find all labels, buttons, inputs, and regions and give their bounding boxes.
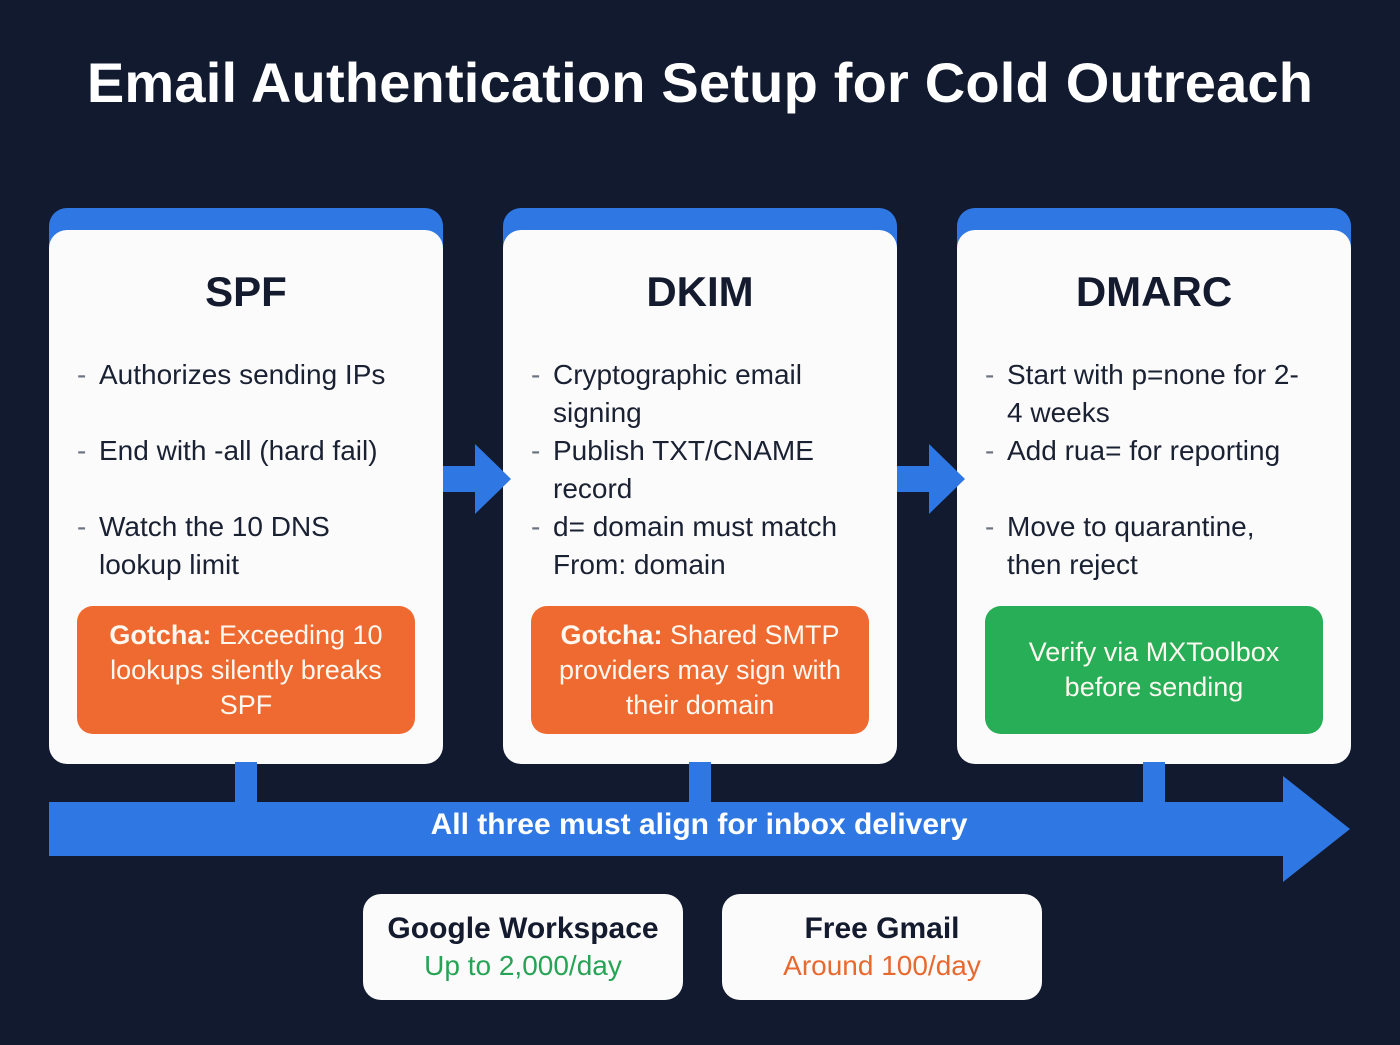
card-body: SPF Authorizes sending IPs End with -all… <box>49 230 443 764</box>
bullet-item: Start with p=none for 2-4 weeks <box>985 356 1305 432</box>
limit-card-free-gmail: Free Gmail Around 100/day <box>722 894 1042 1000</box>
right-arrow-icon <box>443 444 511 514</box>
card-title: SPF <box>205 268 287 315</box>
flow-arrow-label: All three must align for inbox delivery <box>430 808 968 841</box>
card-body: DMARC Start with p=none for 2-4 weeks Ad… <box>957 230 1351 764</box>
right-arrow-icon <box>897 444 965 514</box>
verify-callout: Verify via MXToolbox before sending <box>985 606 1323 734</box>
limit-name: Google Workspace <box>387 912 659 945</box>
verify-text: Verify via MXToolbox before sending <box>1028 637 1280 702</box>
gotcha-callout: Gotcha: Shared SMTP providers may sign w… <box>531 606 869 734</box>
bullet-item: Publish TXT/CNAME record <box>531 432 841 508</box>
card-title: DKIM <box>646 268 754 315</box>
limit-name: Free Gmail <box>804 912 960 945</box>
card-body: DKIM Cryptographic email signing Publish… <box>503 230 897 764</box>
connector-line <box>689 762 711 804</box>
gotcha-text: Exceeding 10 lookups silently breaks SPF <box>110 619 383 720</box>
bullet-item: Watch the 10 DNS lookup limit <box>77 508 367 584</box>
page-title: Email Authentication Setup for Cold Outr… <box>86 51 1314 114</box>
gotcha-label: Gotcha: <box>109 619 212 650</box>
dmarc-card: DMARC Start with p=none for 2-4 weeks Ad… <box>957 208 1351 764</box>
dkim-card: DKIM Cryptographic email signing Publish… <box>503 208 897 764</box>
gotcha-label: Gotcha: <box>560 619 663 650</box>
connector-line <box>1143 762 1165 804</box>
bullet-item: Add rua= for reporting <box>985 432 1335 470</box>
bullet-item: End with -all (hard fail) <box>77 432 427 470</box>
bullet-item: Cryptographic email signing <box>531 356 841 432</box>
bullet-item: Authorizes sending IPs <box>77 356 427 394</box>
bullet-item: d= domain must match From: domain <box>531 508 871 584</box>
limit-value: Around 100/day <box>783 950 981 981</box>
flow-arrow-icon <box>49 776 1350 882</box>
limit-card-google-workspace: Google Workspace Up to 2,000/day <box>363 894 683 1000</box>
connector-line <box>235 762 257 804</box>
card-title: DMARC <box>1075 268 1233 315</box>
gotcha-text: Shared SMTP providers may sign with thei… <box>558 619 842 720</box>
limit-value: Up to 2,000/day <box>424 950 622 981</box>
spf-card: SPF Authorizes sending IPs End with -all… <box>49 208 443 764</box>
gotcha-callout: Gotcha: Exceeding 10 lookups silently br… <box>77 606 415 734</box>
bullet-item: Move to quarantine, then reject <box>985 508 1285 584</box>
